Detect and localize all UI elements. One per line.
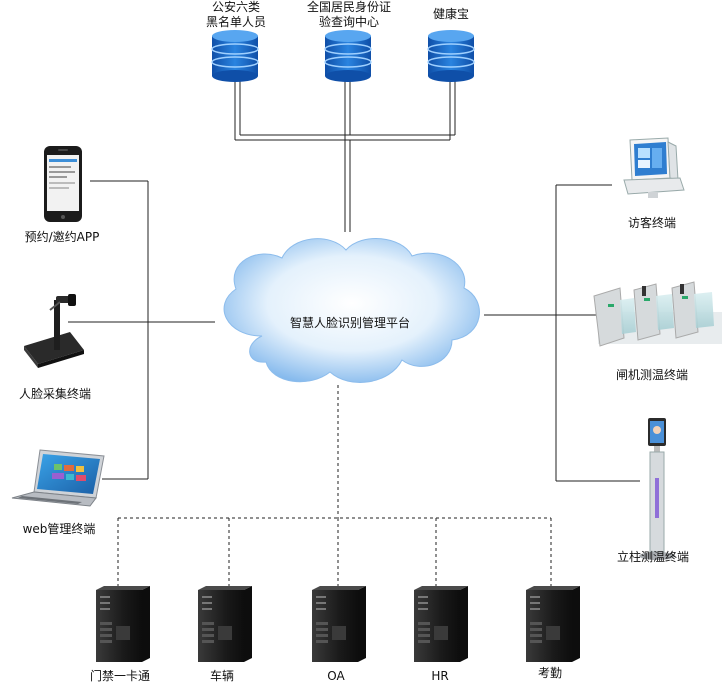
server-label: 门禁一卡通 (89, 669, 151, 683)
server-icon (312, 586, 366, 662)
right-device-links (484, 184, 640, 482)
left-device-label: 人脸采集终端 (18, 387, 92, 401)
turnstile-gate-icon (593, 281, 722, 347)
smartphone-icon (44, 146, 82, 222)
server-icon (96, 586, 150, 662)
temperature-pillar-icon (639, 418, 675, 560)
top-source-label: 全国居民身份证 验查询中心 (307, 0, 391, 30)
right-device-label: 立柱测温终端 (616, 550, 690, 564)
server-label: 车辆 (209, 669, 235, 683)
laptop-icon (11, 449, 105, 507)
top-source-label-line1: 公安六类 (211, 0, 261, 14)
database-icon (211, 30, 259, 82)
document-camera-icon (24, 294, 84, 368)
database-links (234, 78, 456, 232)
server-icon (198, 586, 252, 662)
right-device-label: 访客终端 (627, 216, 677, 230)
top-source-label-line1: 健康宝 (432, 7, 470, 21)
database-icon (324, 30, 372, 82)
platform-label: 智慧人脸识别管理平台 (289, 316, 411, 330)
connection-lines (68, 78, 640, 586)
left-device-label: 预约/邀约APP (24, 230, 100, 244)
server-label: HR (431, 669, 449, 683)
cloud-icon (223, 238, 480, 383)
server-label: 考勤 (537, 666, 563, 680)
server-label: OA (327, 669, 345, 683)
visitor-kiosk-icon (623, 137, 685, 198)
top-source-label-line2: 黑名单人员 (205, 15, 267, 29)
server-links (117, 385, 552, 586)
top-source-label: 健康宝 (433, 7, 469, 22)
right-device-label: 闸机测温终端 (615, 368, 689, 382)
database-icon (427, 30, 475, 82)
server-icon (526, 586, 580, 662)
top-source-label: 公安六类 黑名单人员 (206, 0, 266, 30)
left-device-links (68, 180, 215, 480)
top-source-label-line2: 验查询中心 (318, 15, 380, 29)
top-source-label-line1: 全国居民身份证 (306, 0, 392, 14)
left-device-label: web管理终端 (22, 522, 96, 536)
server-icon (414, 586, 468, 662)
